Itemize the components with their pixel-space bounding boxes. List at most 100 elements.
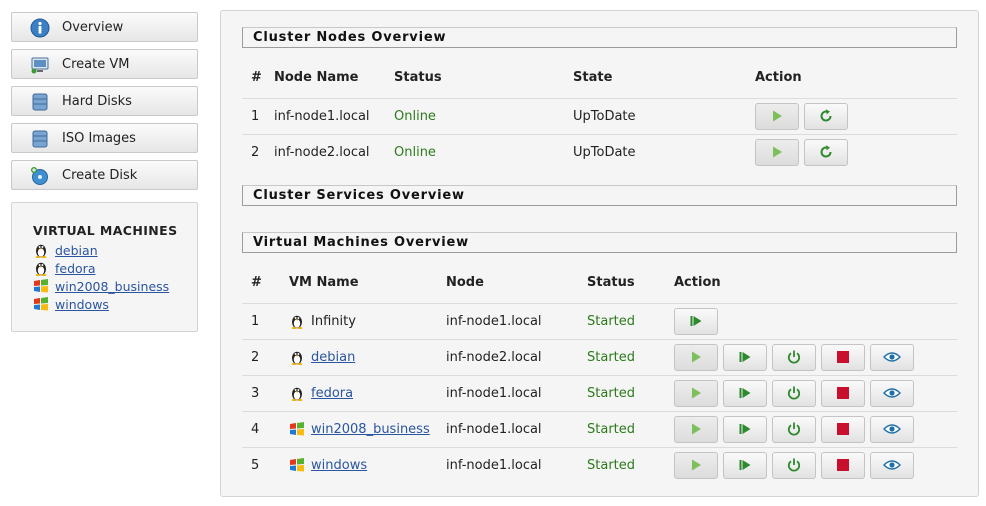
linux-tux-icon <box>35 244 47 258</box>
monitor-icon <box>31 57 49 74</box>
sidebar-vm-link-debian[interactable]: debian <box>55 242 98 258</box>
refresh-icon <box>820 109 832 122</box>
table-row: 3 fedora inf-node1.local Started <box>242 374 957 411</box>
vm-status: Started <box>587 302 674 339</box>
nav-create-disk-button[interactable]: Create Disk <box>11 160 198 190</box>
vm-start-button[interactable] <box>674 307 718 335</box>
vm-start-button[interactable] <box>723 379 767 407</box>
cluster-nodes-title: Cluster Nodes Overview <box>242 27 957 48</box>
play-icon <box>692 387 701 399</box>
vm-name-link[interactable]: debian <box>311 349 356 365</box>
vm-status: Started <box>587 446 674 483</box>
nav-create-vm-button[interactable]: Create VM <box>11 49 198 79</box>
table-row: 4 win2008_business inf-node1.local Start… <box>242 410 957 447</box>
play-bar-icon <box>739 460 751 471</box>
table-header-row: # Node Name Status State Action <box>242 58 957 98</box>
vm-num: 2 <box>242 338 279 375</box>
stop-icon <box>837 387 849 399</box>
vm-actions <box>674 410 957 447</box>
node-start-button[interactable] <box>755 138 799 166</box>
play-icon <box>773 146 782 158</box>
col-header-node-name: Node Name <box>274 70 359 86</box>
vm-node: inf-node1.local <box>446 302 587 339</box>
sidebar-vm-link-win2008-business[interactable]: win2008_business <box>55 278 170 294</box>
nav-iso-images-label: ISO Images <box>62 131 136 146</box>
node-status: Online <box>394 133 573 170</box>
node-start-button[interactable] <box>755 102 799 130</box>
linux-tux-icon <box>291 387 303 401</box>
play-icon <box>692 351 701 363</box>
node-num: 2 <box>242 133 274 170</box>
vm-stop-button[interactable] <box>821 415 865 443</box>
stop-icon <box>837 459 849 472</box>
vm-name-text: Infinity <box>311 313 356 329</box>
nav-iso-images-button[interactable]: ISO Images <box>11 123 198 153</box>
col-header-num: # <box>251 70 262 86</box>
linux-tux-icon <box>35 262 47 276</box>
table-row: 1 Infinity inf-node1.local Started <box>242 302 957 339</box>
node-status: Online <box>394 97 573 134</box>
disk-add-icon <box>31 167 48 185</box>
play-bar-icon <box>739 388 751 398</box>
power-icon <box>787 386 801 400</box>
vm-play-button[interactable] <box>674 415 718 443</box>
vm-shutdown-button[interactable] <box>772 415 816 443</box>
vm-view-button[interactable] <box>870 343 914 371</box>
col-header-vm-name: VM Name <box>289 275 359 291</box>
vm-node: inf-node2.local <box>446 338 587 375</box>
sidebar-vm-item: windows <box>33 295 197 313</box>
vm-shutdown-button[interactable] <box>772 451 816 479</box>
node-restart-button[interactable] <box>804 102 848 130</box>
vm-name-link[interactable]: win2008_business <box>311 421 430 437</box>
vm-start-button[interactable] <box>723 451 767 479</box>
node-name: inf-node2.local <box>274 133 394 170</box>
vm-status: Started <box>587 410 674 447</box>
nav-overview-button[interactable]: Overview <box>11 12 198 42</box>
vm-shutdown-button[interactable] <box>772 343 816 371</box>
vm-start-button[interactable] <box>723 415 767 443</box>
vm-stop-button[interactable] <box>821 451 865 479</box>
linux-tux-icon <box>291 315 303 329</box>
vm-view-button[interactable] <box>870 451 914 479</box>
power-icon <box>787 458 801 472</box>
vm-stop-button[interactable] <box>821 343 865 371</box>
eye-icon <box>883 460 901 470</box>
vm-play-button[interactable] <box>674 343 718 371</box>
node-restart-button[interactable] <box>804 138 848 166</box>
vm-num: 1 <box>242 302 279 339</box>
node-actions <box>755 97 957 134</box>
vm-name-link[interactable]: windows <box>311 457 368 473</box>
vm-name-link[interactable]: fedora <box>311 385 354 401</box>
virtual-machines-title: Virtual Machines Overview <box>242 232 957 253</box>
virtual-machines-heading: VIRTUAL MACHINES <box>33 223 178 238</box>
linux-tux-icon <box>291 351 303 365</box>
vm-view-button[interactable] <box>870 415 914 443</box>
virtual-machines-panel: VIRTUAL MACHINES debian fedora <box>11 202 198 332</box>
windows-logo-icon <box>290 458 304 472</box>
nav-create-vm-label: Create VM <box>62 57 130 72</box>
vm-view-button[interactable] <box>870 379 914 407</box>
vm-num: 3 <box>242 374 279 411</box>
eye-icon <box>883 388 901 398</box>
cluster-services-title: Cluster Services Overview <box>242 185 957 206</box>
col-header-node: Node <box>446 275 484 291</box>
refresh-icon <box>820 145 832 158</box>
vm-name-cell: win2008_business <box>279 410 446 447</box>
sidebar-vm-link-fedora[interactable]: fedora <box>55 260 96 276</box>
vm-shutdown-button[interactable] <box>772 379 816 407</box>
vm-play-button[interactable] <box>674 379 718 407</box>
vm-play-button[interactable] <box>674 451 718 479</box>
play-bar-icon <box>739 352 751 362</box>
vm-actions <box>674 446 957 483</box>
info-icon <box>30 18 50 38</box>
sidebar-vm-link-windows[interactable]: windows <box>55 296 109 312</box>
nav-hard-disks-button[interactable]: Hard Disks <box>11 86 198 116</box>
play-icon <box>773 110 782 122</box>
col-header-action: Action <box>755 70 802 86</box>
nav-hard-disks-label: Hard Disks <box>62 94 132 109</box>
power-icon <box>787 422 801 436</box>
vm-start-button[interactable] <box>723 343 767 371</box>
vm-stop-button[interactable] <box>821 379 865 407</box>
vm-actions <box>674 302 957 339</box>
windows-logo-icon <box>34 297 48 311</box>
